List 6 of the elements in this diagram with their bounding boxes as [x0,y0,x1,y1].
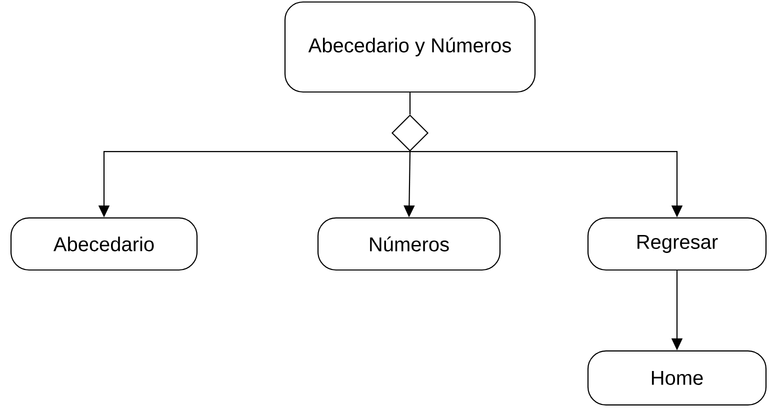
process-box: Abecedario [10,217,198,271]
process-box: Números [317,217,501,271]
process-box: Abecedario y Números [284,1,536,93]
connector-line [409,92,411,114]
process-box: Regresar [587,217,767,271]
process-box: Home [587,350,767,406]
